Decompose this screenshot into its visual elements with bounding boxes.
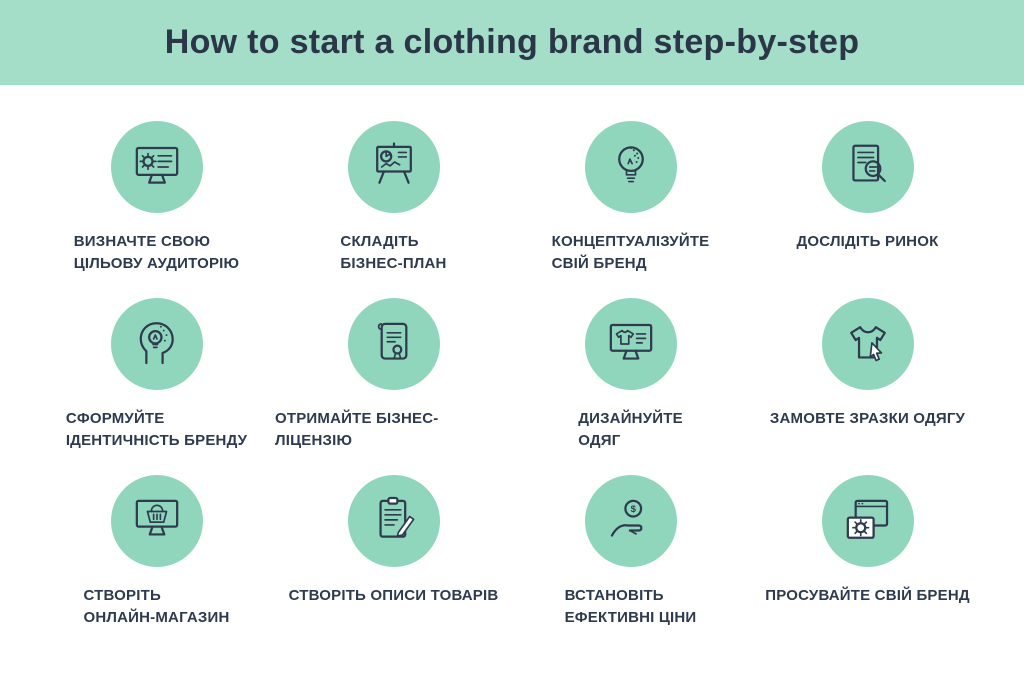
monitor-basket-icon xyxy=(129,493,185,549)
step-label: ОТРИМАЙТЕ БІЗНЕС-ЛІЦЕНЗІЮ xyxy=(275,410,439,449)
presentation-chart-icon xyxy=(366,139,422,195)
step-label: ПРОСУВАЙТЕ СВІЙ БРЕНД xyxy=(765,587,970,604)
step-label: ЗАМОВТЕ ЗРАЗКИ ОДЯГУ xyxy=(769,410,966,427)
step-icon-circle xyxy=(821,475,914,567)
document-magnifier-icon xyxy=(840,139,896,195)
step-icon-circle xyxy=(347,121,440,213)
step-icon-circle xyxy=(110,121,203,213)
step-cell-order-samples: ЗАМОВТЕ ЗРАЗКИ ОДЯГУ xyxy=(749,298,986,475)
step-icon-circle xyxy=(584,298,677,390)
step-icon-circle: $ xyxy=(584,475,677,567)
page-title: How to start a clothing brand step-by-st… xyxy=(164,23,860,61)
step-icon-circle xyxy=(821,298,914,390)
step-label: СТВОРІТЬ ОПИСИ ТОВАРІВ xyxy=(288,587,499,604)
step-icon-circle xyxy=(821,121,914,213)
step-icon-circle xyxy=(347,475,440,567)
step-icon-circle xyxy=(110,475,203,567)
tshirt-cursor-icon xyxy=(840,316,896,372)
license-certificate-icon xyxy=(366,316,422,372)
clipboard-pencil-icon xyxy=(366,493,422,549)
step-cell-business-license: ОТРИМАЙТЕ БІЗНЕС-ЛІЦЕНЗІЮ xyxy=(275,298,512,475)
svg-text:$: $ xyxy=(630,504,636,515)
step-cell-product-descriptions: СТВОРІТЬ ОПИСИ ТОВАРІВ xyxy=(275,475,512,652)
step-label: ДОСЛІДІТЬ РИНОК xyxy=(796,233,939,250)
step-cell-promote-brand: ПРОСУВАЙТЕ СВІЙ БРЕНД xyxy=(749,475,986,652)
browser-gear-icon xyxy=(840,493,896,549)
header-banner: How to start a clothing brand step-by-st… xyxy=(0,0,1024,85)
head-lightbulb-icon xyxy=(129,316,185,372)
hand-dollar-coin-icon: $ xyxy=(603,493,659,549)
monitor-tshirt-icon xyxy=(603,316,659,372)
step-icon-circle xyxy=(110,298,203,390)
step-icon-circle xyxy=(347,298,440,390)
monitor-gear-icon xyxy=(129,139,185,195)
step-cell-research-market: ДОСЛІДІТЬ РИНОК xyxy=(749,121,986,298)
idea-bulb-icon xyxy=(603,139,659,195)
step-icon-circle xyxy=(584,121,677,213)
